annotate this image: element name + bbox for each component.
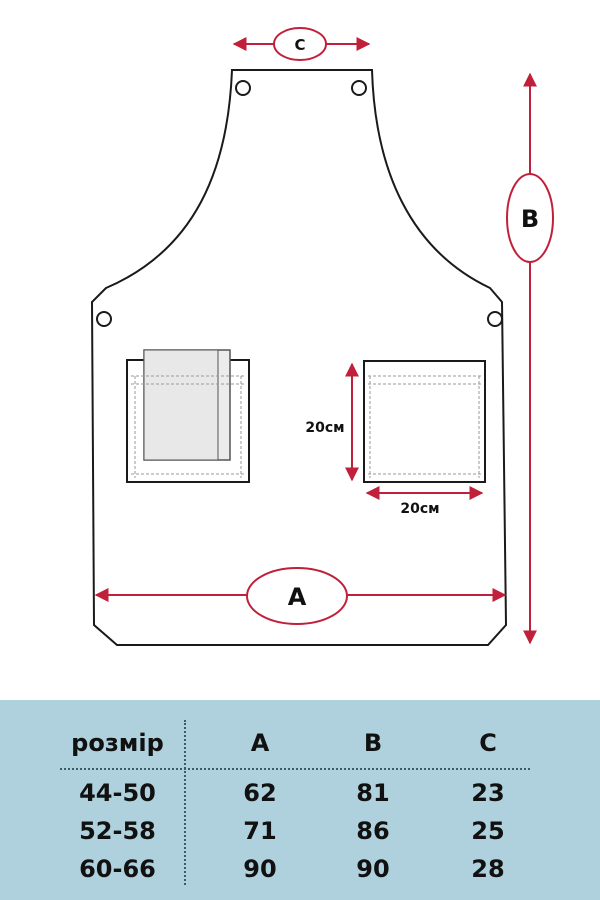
dimension-a-badge — [246, 567, 348, 625]
apron-outline — [90, 69, 508, 646]
table-cell: 86 — [356, 817, 390, 845]
dimension-c-badge — [273, 27, 327, 61]
dimension-b-label: B — [521, 205, 539, 233]
dimension-a-label: A — [288, 583, 307, 611]
grommet-top-left — [235, 80, 251, 96]
header-b: B — [363, 729, 383, 757]
table-cell: 60-66 — [79, 855, 156, 883]
table-cell: 62 — [243, 779, 277, 807]
table-header-divider — [60, 768, 530, 770]
table-cell: 52-58 — [79, 817, 156, 845]
left-pocket — [126, 349, 250, 483]
header-c: C — [479, 729, 497, 757]
pocket-height-label: 20см — [305, 420, 344, 436]
grommet-top-right — [351, 80, 367, 96]
right-pocket — [363, 360, 486, 483]
table-cell: 44-50 — [79, 779, 156, 807]
apron-diagram: 20см 20см C B A — [90, 27, 554, 646]
grommet-side-left — [96, 311, 112, 327]
table-cell: 71 — [243, 817, 277, 845]
grommet-side-right — [487, 311, 503, 327]
header-size: розмір — [71, 729, 164, 757]
table-cell: 81 — [356, 779, 390, 807]
table-cell: 28 — [471, 855, 505, 883]
table-cell: 90 — [243, 855, 277, 883]
table-column-divider — [184, 720, 186, 885]
size-table: розмір A B C 44-50 62 81 23 52-58 71 86 … — [0, 700, 600, 900]
header-a: A — [250, 729, 270, 757]
table-cell: 25 — [471, 817, 505, 845]
dimension-b-badge — [506, 173, 554, 263]
dimension-c-label: C — [294, 36, 305, 54]
table-cell: 23 — [471, 779, 505, 807]
pocket-width-label: 20см — [400, 501, 439, 517]
table-cell: 90 — [356, 855, 390, 883]
